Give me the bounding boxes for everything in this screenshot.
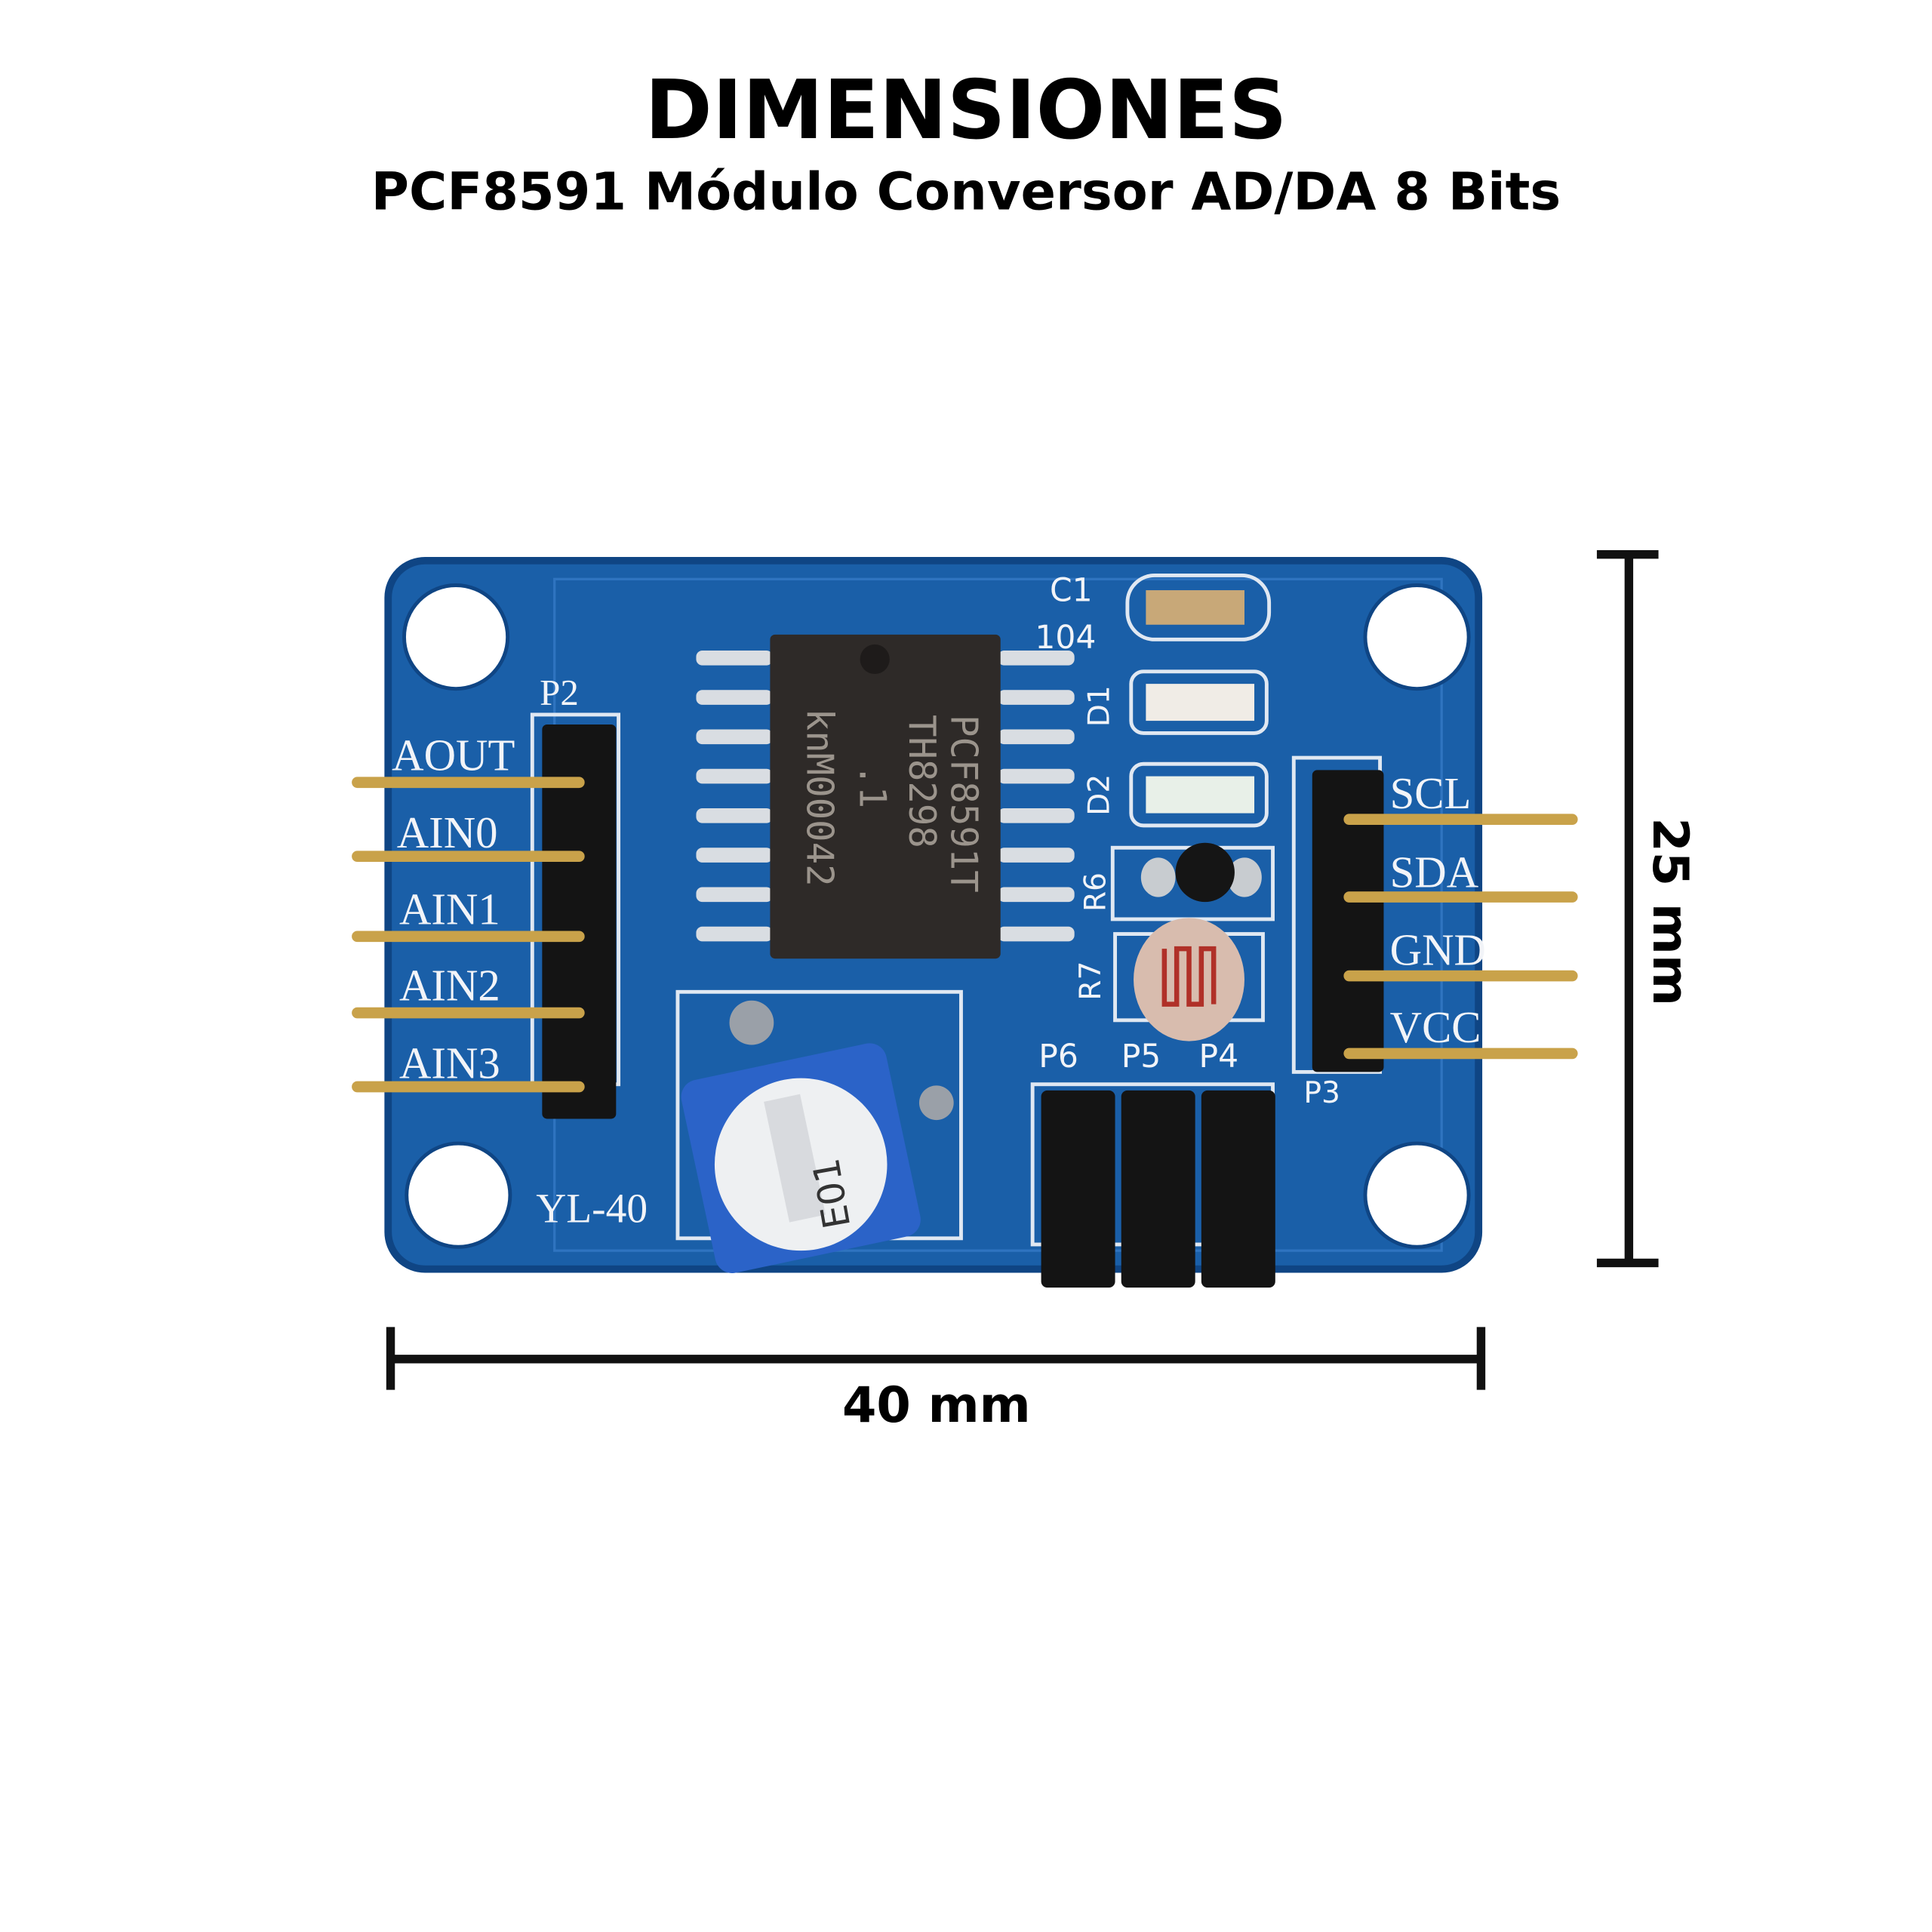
svg-text:GND: GND	[1390, 925, 1486, 974]
pcb-board: PCF8591T TH8298 .1 knM00042 C1 104 D1 D2	[352, 556, 1578, 1288]
chip-line1: PCF8591T	[942, 715, 985, 893]
pin-label-ain1: AIN1	[399, 884, 500, 934]
page-title: DIMENSIONES	[645, 63, 1287, 158]
r6-resistor: R6	[1078, 842, 1275, 921]
d2-led: D2	[1082, 761, 1269, 828]
svg-text:R7: R7	[1074, 961, 1108, 1001]
pin-label-ain3: AIN3	[399, 1039, 500, 1088]
chip-line4: knM00042	[798, 709, 841, 887]
svg-text:D2: D2	[1082, 774, 1116, 816]
d1-led: D1	[1082, 669, 1269, 735]
width-dimension	[386, 1327, 1486, 1390]
svg-text:P2: P2	[540, 672, 579, 713]
pin-label-aout: AOUT	[392, 731, 515, 780]
pin-label-ain2: AIN2	[399, 961, 500, 1011]
chip-line2: TH8298	[900, 715, 943, 848]
svg-text:D1: D1	[1082, 685, 1116, 727]
c1-capacitor: C1 104	[1035, 573, 1272, 657]
width-label: 40 mm	[842, 1377, 1031, 1434]
svg-text:R6: R6	[1078, 872, 1112, 912]
svg-text:P5: P5	[1121, 1038, 1161, 1075]
page-subtitle: PCF8591 Módulo Conversor AD/DA 8 Bits	[371, 162, 1561, 223]
r7-photoresistor: R7	[1074, 918, 1265, 1041]
p3-right-header: SCL SDA GND VCC P3	[1291, 755, 1578, 1110]
height-label: 25 mm	[1641, 817, 1699, 1006]
svg-text:P4: P4	[1199, 1038, 1239, 1075]
chip-line3: .1	[851, 764, 894, 808]
pcf8591-chip: PCF8591T TH8298 .1 knM00042	[696, 634, 1075, 959]
svg-text:P6: P6	[1038, 1038, 1078, 1075]
p2-left-header: P2 AOUT AIN0 AIN1 AIN2 AIN3	[352, 672, 621, 1119]
svg-text:SDA: SDA	[1390, 848, 1479, 897]
jumpers: P6 P5 P4	[1030, 1038, 1275, 1288]
svg-text:C1: C1	[1050, 573, 1093, 610]
potentiometer: E01 YL-40	[536, 989, 963, 1274]
mounting-holes	[402, 583, 1471, 1249]
model-label: YL-40	[536, 1186, 648, 1232]
svg-text:104: 104	[1035, 620, 1096, 657]
svg-text:VCC: VCC	[1390, 1003, 1481, 1052]
pin-label-ain0: AIN0	[397, 808, 498, 857]
height-dimension	[1596, 549, 1659, 1268]
svg-text:P3: P3	[1303, 1076, 1340, 1110]
svg-text:SCL: SCL	[1390, 769, 1472, 818]
